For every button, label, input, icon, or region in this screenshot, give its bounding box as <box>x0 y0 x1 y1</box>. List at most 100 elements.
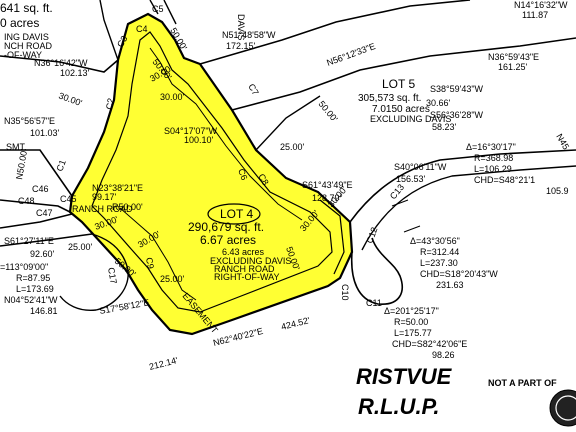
offset-label: 25.00' <box>160 274 185 284</box>
road-west-curve <box>59 233 129 312</box>
lot5-name: LOT 5 <box>382 77 415 91</box>
bearing-label: N14°16'32"W <box>514 0 568 10</box>
bearing-label: N45 <box>554 132 571 151</box>
offset-label: 30.00' <box>57 90 83 108</box>
lot4-note-3: RANCH ROAD <box>214 264 275 274</box>
lot4-note-1: 6.43 acres <box>222 247 265 257</box>
distance-label: 30.66' <box>426 98 451 108</box>
curve-id: C4 <box>136 24 148 34</box>
lot3-note-1: ING DAVIS <box>4 32 49 42</box>
bearing-label: S61°43'49"E <box>302 180 353 190</box>
curve-id: C12 <box>364 226 379 245</box>
curve1-chord-length: 105.9 <box>546 186 569 196</box>
lot4-setback-line-3 <box>119 207 197 301</box>
plat-subtitle: R.L.U.P. <box>358 394 440 419</box>
bearing-label: N35°56'57"E <box>4 116 55 126</box>
distance-label: 146.81 <box>30 306 58 316</box>
curve1-length: L=106.29 <box>474 164 512 174</box>
lot4-parcel[interactable] <box>68 12 354 336</box>
curve3-chord-length: 98.26 <box>432 350 455 360</box>
seal-icon <box>549 389 576 427</box>
lot5-note: EXCLUDING DAVIS <box>370 114 451 124</box>
bearing-label: N51°48'58"W <box>222 30 276 40</box>
curve-radius-label: R=87.95 <box>16 273 50 283</box>
road-label: SMT. <box>6 142 27 152</box>
curve-length-label: L=173.69 <box>16 284 54 294</box>
curve2-radius: R=312.44 <box>420 247 459 257</box>
bearing-label: S17°58'12"E <box>99 297 151 316</box>
plat-title: RISTVUE <box>356 364 453 389</box>
distance-label: 212.14' <box>148 355 179 372</box>
bearing-label: N56°12'33"E <box>325 41 376 68</box>
offset-label: 25.00' <box>68 242 93 252</box>
lot4-setback-line-2 <box>149 47 303 221</box>
curve-id: C2 <box>104 97 116 110</box>
offset-label: 25.00' <box>280 142 305 152</box>
distance-label: N50.00' <box>14 148 29 180</box>
curve2-chord-length: 231.63 <box>436 280 464 290</box>
lot3-note-2: NCH ROAD <box>4 41 53 51</box>
curve-delta-label: =113°09'00" <box>0 262 48 272</box>
curve-id: C1 <box>54 158 67 172</box>
curve-id: C5 <box>152 4 164 14</box>
curve2-delta: Δ=43°30'56" <box>410 236 460 246</box>
offset-label: 30.00' <box>160 92 185 102</box>
distance-label: 58.23' <box>432 122 457 132</box>
curve3-radius: R=50.00 <box>394 317 428 327</box>
bearing-label: S56°36'28"W <box>430 110 484 120</box>
bearing-label: N23°38'21"E <box>92 183 143 193</box>
distance-label: 156.53' <box>396 174 426 184</box>
road-label: DAVIS <box>236 14 246 40</box>
lot5-boundary <box>231 37 576 111</box>
curve1-radius: R=368.98 <box>474 153 513 163</box>
curve-id: C47 <box>36 208 53 218</box>
bearing-label: N04°52'41"W <box>4 295 58 305</box>
distance-label: 92.60' <box>30 249 55 259</box>
lot3-boundary <box>0 55 119 213</box>
road-arc-2 <box>361 165 576 251</box>
curve2-chord: CHD=S18°20'43"W <box>420 269 498 279</box>
distance-label: 102.13' <box>60 68 90 78</box>
curve-id: C17 <box>106 267 119 285</box>
lot4-note-4: RIGHT-OF-WAY <box>214 272 280 282</box>
curve-id: C8 <box>256 172 270 187</box>
curve1-chord: CHD=S48°21'1 <box>474 175 535 185</box>
not-part-note: NOT A PART OF <box>488 378 557 388</box>
lot5-area: 305,573 sq. ft. <box>358 93 421 104</box>
distance-label: 161.25' <box>498 62 528 72</box>
lot4-acres: 6.67 acres <box>200 233 256 247</box>
bearing-label: S40°06'11"W <box>394 162 447 172</box>
road-north-edge <box>99 0 177 61</box>
distance-label: 100.10' <box>184 135 214 145</box>
bearing-label: S38°59'43"W <box>430 84 484 94</box>
curve-id: C3 <box>115 34 129 49</box>
curve-id: C7 <box>246 82 260 97</box>
lot5-north-boundary <box>199 0 471 65</box>
road-cul-de-sac <box>350 237 403 305</box>
lot5-diagonal-line <box>255 95 321 151</box>
distance-label: 111.87 <box>522 10 548 20</box>
curve-id: C6 <box>236 167 249 181</box>
dimension-tick <box>391 199 421 233</box>
lot4-setback-line <box>91 31 333 313</box>
bearing-label: N62°40'22"E <box>212 326 264 348</box>
lot4-label-ellipse <box>207 203 261 225</box>
curve-id: C45 <box>60 194 77 204</box>
distance-label: 101.03' <box>30 128 60 138</box>
distance-label: 99.17' <box>92 192 117 202</box>
lot4-name: LOT 4 <box>220 207 253 221</box>
lot5-acres: 7.0150 acres <box>372 104 430 115</box>
offset-label: R50.00' <box>112 202 143 212</box>
distance-label: 424.52' <box>280 315 311 332</box>
road-west <box>0 213 93 247</box>
curve1-delta: Δ=16°30'17" <box>466 142 516 152</box>
bearing-label: S04°17'07"W <box>164 126 218 136</box>
curve3-delta: Δ=201°25'17" <box>384 306 439 316</box>
curve2-length: L=237.30 <box>420 258 458 268</box>
lot3-acres: 0 acres <box>0 16 39 30</box>
lot3-note-3: -OF-WAY <box>4 50 42 60</box>
distance-label: 128.79' <box>312 193 342 203</box>
offset-label: 50.00' <box>316 99 339 124</box>
